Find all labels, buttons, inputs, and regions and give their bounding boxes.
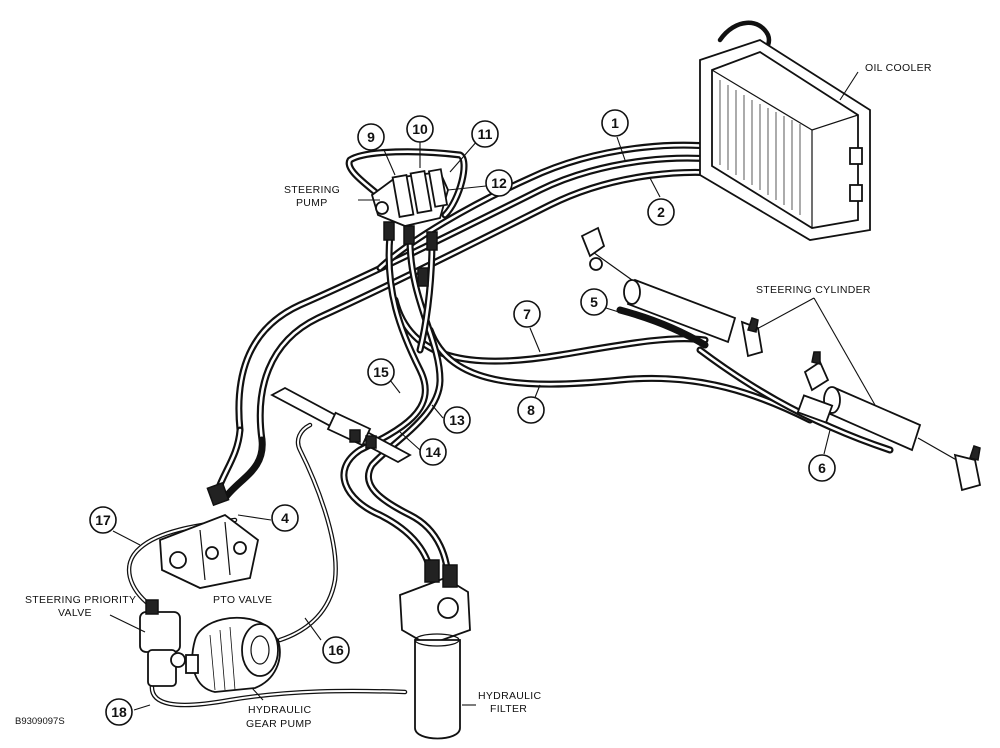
- label-steering-pump-line1: STEERING: [284, 184, 340, 196]
- svg-text:18: 18: [111, 704, 127, 720]
- svg-text:12: 12: [491, 175, 507, 191]
- steering-cylinder-lower: [796, 351, 982, 492]
- steering-priority-valve: [139, 599, 186, 687]
- label-steering-pump-line2: PUMP: [296, 197, 328, 209]
- callout-10: 10: [406, 115, 434, 143]
- svg-text:11: 11: [478, 126, 493, 142]
- callout-9: 9: [357, 123, 385, 151]
- callout-2: 2: [647, 198, 675, 226]
- label-hydraulic-gear-pump-line2: GEAR PUMP: [246, 718, 312, 730]
- svg-text:10: 10: [412, 121, 428, 137]
- hydraulic-filter: [399, 559, 471, 740]
- callout-13: 13: [443, 406, 471, 434]
- callout-4: 4: [271, 504, 299, 532]
- label-pto-valve: PTO VALVE: [213, 594, 272, 606]
- label-oil-cooler: OIL COOLER: [865, 62, 932, 74]
- figure-id: B9309097S: [15, 716, 65, 727]
- pto-valve: [159, 481, 259, 589]
- svg-text:14: 14: [425, 444, 441, 460]
- svg-text:4: 4: [281, 510, 289, 526]
- svg-text:17: 17: [95, 512, 111, 528]
- label-hydraulic-filter-line1: HYDRAULIC: [478, 690, 541, 702]
- svg-text:8: 8: [527, 402, 535, 418]
- label-hydraulic-gear-pump-line1: HYDRAULIC: [248, 704, 311, 716]
- svg-text:2: 2: [657, 204, 665, 220]
- callout-5: 5: [580, 288, 608, 316]
- svg-text:13: 13: [449, 412, 465, 428]
- callout-8: 8: [517, 396, 545, 424]
- callout-11: 11: [471, 120, 499, 148]
- manifold-block: [270, 386, 412, 464]
- callout-18: 18: [105, 698, 133, 726]
- steering-cylinder-upper: [580, 226, 764, 358]
- callout-6: 6: [808, 454, 836, 482]
- callout-16: 16: [322, 636, 350, 664]
- label-steering-priority-valve-line1: STEERING PRIORITY: [25, 594, 136, 606]
- svg-text:9: 9: [367, 129, 375, 145]
- hose-group: [214, 141, 894, 586]
- svg-text:6: 6: [818, 460, 826, 476]
- callout-15: 15: [367, 358, 395, 386]
- svg-text:1: 1: [611, 115, 619, 131]
- steering-pump: [370, 168, 449, 287]
- label-hydraulic-filter-line2: FILTER: [490, 703, 527, 715]
- svg-text:5: 5: [590, 294, 598, 310]
- callout-1: 1: [601, 109, 629, 137]
- oil-cooler: [699, 39, 871, 241]
- label-steering-priority-valve-line2: VALVE: [58, 607, 92, 619]
- hydraulic-gear-pump: [185, 616, 281, 693]
- svg-text:7: 7: [523, 306, 531, 322]
- callout-12: 12: [485, 169, 513, 197]
- callout-14: 14: [419, 438, 447, 466]
- label-steering-cylinder: STEERING CYLINDER: [756, 284, 871, 296]
- svg-text:15: 15: [373, 364, 389, 380]
- callout-7: 7: [513, 300, 541, 328]
- svg-text:16: 16: [328, 642, 344, 658]
- leader-lines: [109, 71, 876, 711]
- callout-17: 17: [89, 506, 117, 534]
